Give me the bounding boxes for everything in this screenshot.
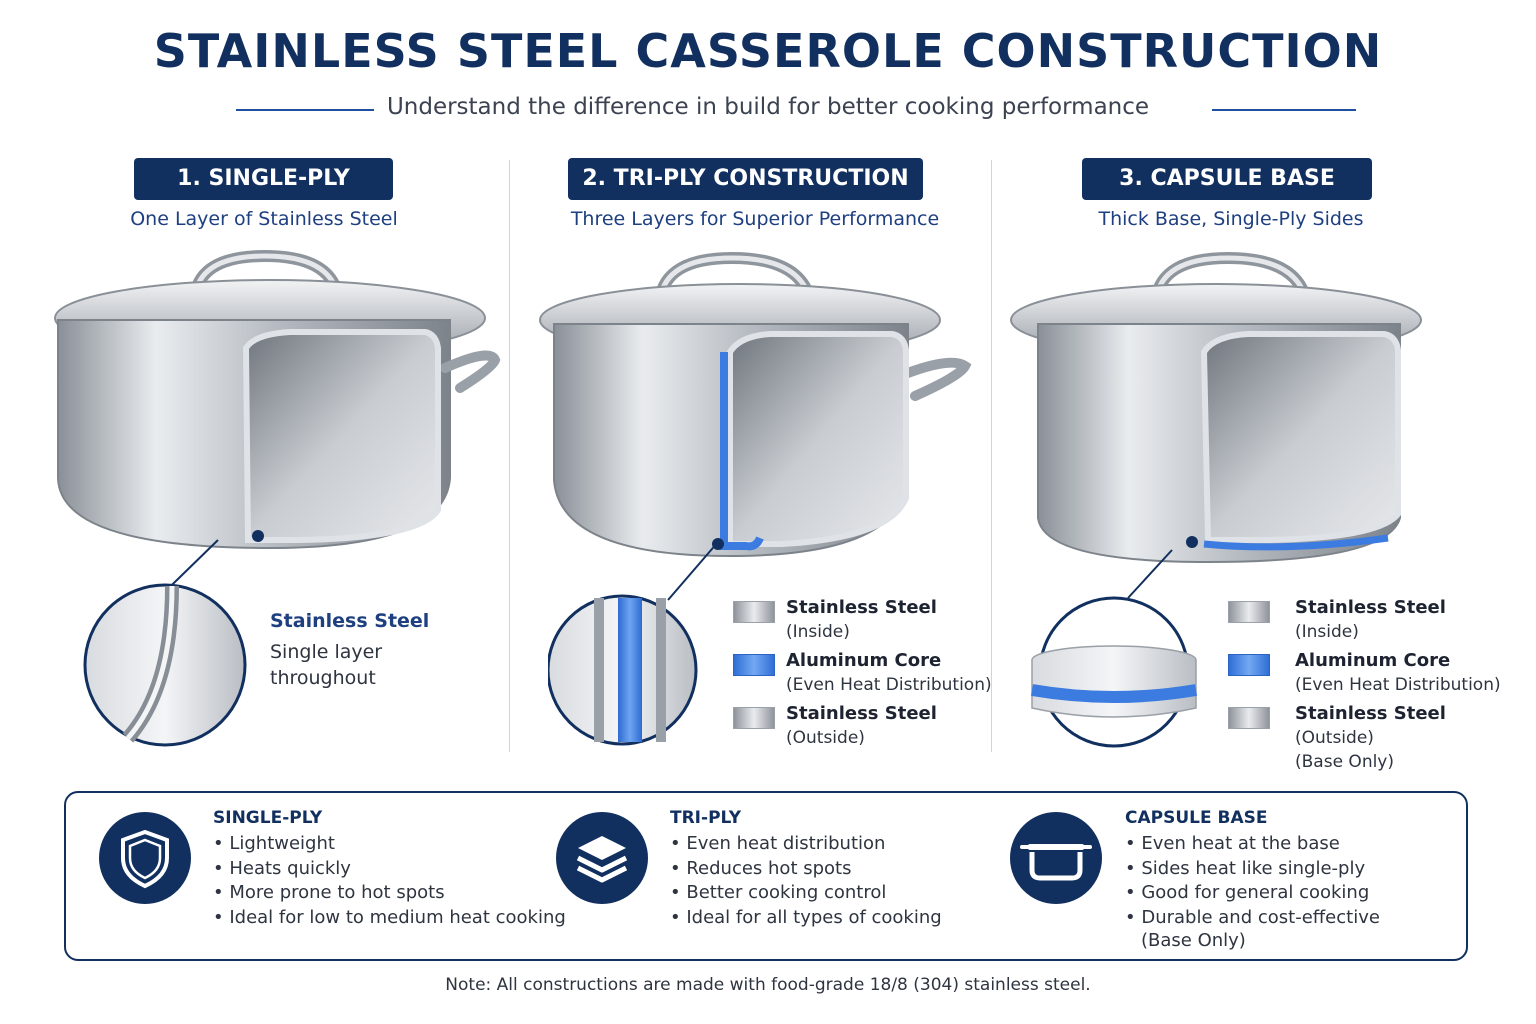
column-divider-1 (509, 160, 510, 752)
list-item: Sides heat like single-ply (1125, 857, 1380, 882)
capsule-legend-base-only: (Base Only) (1295, 752, 1395, 772)
feature-title-tri-ply: TRI-PLY (670, 808, 742, 828)
legend-title-steel-outside: Stainless Steel (786, 703, 937, 724)
subtitle-row: Understand the difference in build for b… (0, 92, 1536, 128)
feature-list-tri-ply: Even heat distribution Reduces hot spots… (670, 832, 942, 931)
legend-swatch-steel-inside (733, 601, 775, 623)
feature-list-capsule-base: Even heat at the base Sides heat like si… (1125, 832, 1380, 930)
list-item: Lightweight (213, 832, 566, 857)
capsule-legend-sub-steel-inside: (Inside) (1295, 622, 1359, 642)
capsule-legend-swatch-steel-outside (1228, 707, 1270, 729)
list-item: Ideal for all types of cooking (670, 906, 941, 931)
legend-title-aluminum: Aluminum Core (786, 650, 942, 671)
subtitle-capsule-base: Thick Base, Single-Ply Sides (1098, 208, 1364, 230)
capsule-legend-title-aluminum: Aluminum Core (1295, 650, 1451, 671)
capsule-legend-sub-steel-outside: (Outside) (1295, 728, 1374, 748)
badge-tri-ply: 2. TRI-PLY CONSTRUCTION (568, 158, 923, 200)
capsule-base-pot-illustration (1010, 251, 1422, 564)
badge-capsule-base: 3. CAPSULE BASE (1082, 158, 1372, 200)
legend-sub-steel-inside: (Inside) (786, 622, 850, 642)
page-subtitle: Understand the difference in build for b… (386, 94, 1150, 120)
list-item: Even heat at the base (1125, 832, 1380, 857)
pot-icon (1010, 812, 1102, 904)
capsule-legend-sub-aluminum: (Even Heat Distribution) (1295, 675, 1501, 695)
legend-sub-aluminum: (Even Heat Distribution) (786, 675, 992, 695)
feature-list-single-ply: Lightweight Heats quickly More prone to … (213, 832, 566, 931)
layers-icon (556, 812, 648, 904)
shield-icon (99, 812, 191, 904)
list-item: Better cooking control (670, 881, 942, 906)
legend-swatch-aluminum (733, 654, 775, 676)
single-ply-zoom-title: Stainless Steel (270, 610, 430, 632)
subtitle-rule-right (1212, 109, 1356, 111)
list-item: Good for general cooking (1125, 881, 1380, 906)
single-ply-pot-illustration (54, 249, 501, 550)
capsule-legend-swatch-steel-inside (1228, 601, 1270, 623)
feature-title-single-ply: SINGLE-PLY (213, 808, 323, 828)
page-title: STAINLESS STEEL CASSEROLE CONSTRUCTION (153, 24, 1383, 78)
column-divider-2 (991, 160, 992, 752)
list-item: Reduces hot spots (670, 857, 942, 882)
capsule-legend-title-steel-inside: Stainless Steel (1295, 597, 1446, 618)
capsule-legend-swatch-aluminum (1228, 654, 1270, 676)
feature-extra-base-only: (Base Only) (1141, 930, 1246, 951)
features-panel (64, 791, 1468, 961)
list-item: Ideal for low to medium heat cooking (213, 906, 565, 931)
feature-title-capsule-base: CAPSULE BASE (1125, 808, 1268, 828)
single-ply-zoom-callout (83, 539, 247, 747)
list-item: Heats quickly (213, 857, 566, 882)
legend-swatch-steel-outside (733, 707, 775, 729)
capsule-base-zoom-callout (1030, 549, 1198, 748)
list-item: Durable and cost-effective (1125, 906, 1380, 931)
capsule-legend-title-steel-outside: Stainless Steel (1295, 703, 1446, 724)
legend-sub-steel-outside: (Outside) (786, 728, 865, 748)
badge-single-ply: 1. SINGLE-PLY (134, 158, 393, 200)
tri-ply-zoom-callout (548, 541, 719, 746)
subtitle-single-ply: One Layer of Stainless Steel (130, 208, 398, 230)
tri-ply-pot-illustration (539, 251, 972, 558)
list-item: More prone to hot spots (213, 881, 566, 906)
footer-note: Note: All constructions are made with fo… (445, 975, 1091, 995)
legend-title-steel-inside: Stainless Steel (786, 597, 937, 618)
subtitle-tri-ply: Three Layers for Superior Performance (570, 208, 940, 230)
single-ply-zoom-text: Single layer throughout (270, 641, 383, 689)
subtitle-rule-left (236, 109, 374, 111)
list-item: Even heat distribution (670, 832, 942, 857)
